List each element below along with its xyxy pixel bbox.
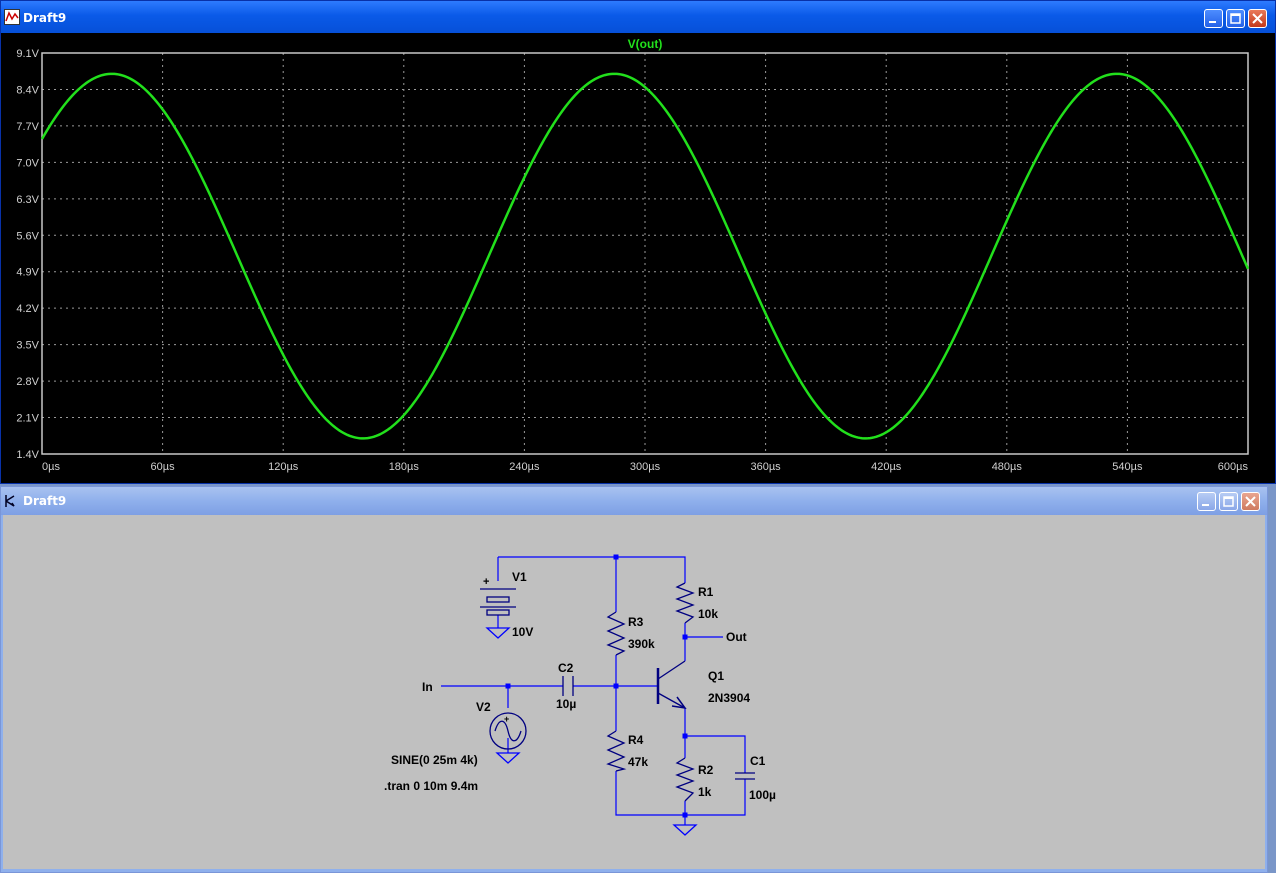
x-tick-label: 480µs (992, 461, 1023, 473)
y-tick-label: 5.6V (16, 230, 39, 242)
schematic-app-icon (5, 495, 15, 507)
y-tick-label: 4.2V (16, 303, 39, 315)
source-plus-sign: + (504, 714, 509, 724)
sine-source-v2[interactable] (489, 712, 527, 750)
wires[interactable] (441, 556, 746, 825)
x-tick-label: 360µs (750, 461, 781, 473)
label-v2-value: SINE(0 25m 4k) (391, 753, 478, 767)
trace-name-label: V(out) (628, 37, 663, 51)
y-tick-label: 8.4V (16, 84, 39, 96)
minimize-button[interactable] (1204, 9, 1223, 28)
node-vcc (613, 554, 619, 560)
x-tick-label: 600µs (1218, 461, 1249, 473)
capacitor-c2[interactable] (562, 676, 574, 696)
y-tick-label: 4.9V (16, 267, 39, 279)
x-tick-label: 60µs (151, 461, 176, 473)
net-label-out[interactable]: Out (726, 630, 747, 644)
waveform-window-title: Draft9 (23, 11, 67, 25)
label-r2-value: 1k (698, 785, 712, 799)
label-c2-value: 10µ (556, 697, 576, 711)
x-tick-label: 180µs (389, 461, 420, 473)
label-v2: V2 (476, 700, 491, 714)
label-r1: R1 (698, 585, 714, 599)
schematic-window[interactable]: Draft9 (0, 486, 1268, 873)
y-tick-label: 1.4V (16, 449, 39, 461)
ground-icon (672, 824, 698, 836)
close-button[interactable] (1248, 9, 1267, 28)
waveform-plot-area[interactable]: V(out) 9.1V 8.4V 7.7V 7.0V 6.3V 5.6V 4.9V 4.2V 3… (1, 33, 1275, 483)
label-r3-value: 390k (628, 637, 655, 651)
minimize-icon (1202, 504, 1209, 506)
label-v1: V1 (512, 570, 527, 584)
spice-directive[interactable]: .tran 0 10m 9.4m (384, 779, 478, 793)
schematic-drawing[interactable]: + + V1 10V R1 10k Out R3 390k Q1 2N3904 … (3, 515, 1265, 869)
trace-line[interactable] (40, 72, 1250, 440)
x-tick-label: 300µs (630, 461, 661, 473)
label-r4-value: 47k (628, 755, 648, 769)
node-base (613, 683, 619, 689)
label-c2: C2 (558, 661, 574, 675)
y-tick-label: 7.0V (16, 157, 39, 169)
label-c1-value: 100µ (749, 788, 776, 802)
label-v1-value: 10V (512, 625, 533, 639)
battery-plus-sign: + (483, 576, 489, 588)
x-tick-label: 120µs (268, 461, 299, 473)
capacitor-c1[interactable] (735, 772, 755, 780)
grid-lines (42, 53, 1248, 454)
label-r1-value: 10k (698, 607, 718, 621)
x-tick-label: 0µs (42, 461, 60, 473)
close-icon (1245, 496, 1256, 507)
label-r4: R4 (628, 733, 644, 747)
label-q1-value: 2N3904 (708, 691, 750, 705)
node-out (682, 634, 688, 640)
schematic-window-title: Draft9 (23, 494, 67, 508)
maximize-button[interactable] (1226, 9, 1245, 28)
x-axis-ticks: 0µs 60µs 120µs 180µs 240µs 300µs 360µs 420µs 480… (42, 461, 1248, 473)
ground-symbols (485, 627, 698, 836)
close-icon (1252, 13, 1263, 24)
waveform-chart[interactable]: V(out) 9.1V 8.4V 7.7V 7.0V 6.3V 5.6V 4.9V 4.2V 3… (1, 33, 1275, 483)
y-axis-ticks: 9.1V 8.4V 7.7V 7.0V 6.3V 5.6V 4.9V 4.2V 3.5V 2.8V… (16, 48, 39, 461)
resistor-r3[interactable] (606, 611, 626, 656)
schematic-titlebar[interactable]: Draft9 (1, 487, 1267, 515)
minimize-icon (1209, 21, 1216, 23)
battery-v1[interactable] (480, 588, 516, 616)
x-tick-label: 420µs (871, 461, 902, 473)
schematic-canvas[interactable]: + + V1 10V R1 10k Out R3 390k Q1 2N3904 … (3, 515, 1265, 869)
ground-icon (495, 752, 521, 764)
y-tick-label: 2.1V (16, 413, 39, 425)
x-tick-label: 540µs (1112, 461, 1143, 473)
resistor-r4[interactable] (606, 730, 627, 772)
maximize-icon (1223, 496, 1234, 507)
schematic-maximize-button[interactable] (1219, 492, 1238, 511)
ground-icon (485, 627, 511, 639)
waveform-app-icon (4, 9, 20, 25)
schematic-minimize-button[interactable] (1197, 492, 1216, 511)
junction-nodes (505, 554, 688, 818)
y-tick-label: 7.7V (16, 121, 39, 133)
resistor-r2[interactable] (675, 757, 695, 802)
label-r2: R2 (698, 763, 714, 777)
net-label-in[interactable]: In (422, 680, 433, 694)
y-tick-label: 3.5V (16, 340, 39, 352)
label-r3: R3 (628, 615, 644, 629)
waveform-window[interactable]: Draft9 V(out) 9.1V 8.4V 7.7V 7.0V 6.3V 5.6V 4.… (0, 0, 1276, 484)
node-in (505, 683, 511, 689)
node-emitter (682, 733, 688, 739)
label-c1: C1 (750, 754, 766, 768)
transistor-q1[interactable] (656, 660, 687, 710)
y-tick-label: 2.8V (16, 376, 39, 388)
x-tick-label: 240µs (509, 461, 540, 473)
plot-frame (41, 52, 1249, 455)
maximize-icon (1230, 13, 1241, 24)
node-ground (682, 812, 688, 818)
resistor-r1[interactable] (675, 582, 695, 624)
y-tick-label: 6.3V (16, 194, 39, 206)
schematic-close-button[interactable] (1241, 492, 1260, 511)
components[interactable] (480, 582, 755, 802)
label-q1: Q1 (708, 669, 724, 683)
y-tick-label: 9.1V (16, 48, 39, 60)
waveform-titlebar[interactable]: Draft9 (1, 1, 1275, 33)
